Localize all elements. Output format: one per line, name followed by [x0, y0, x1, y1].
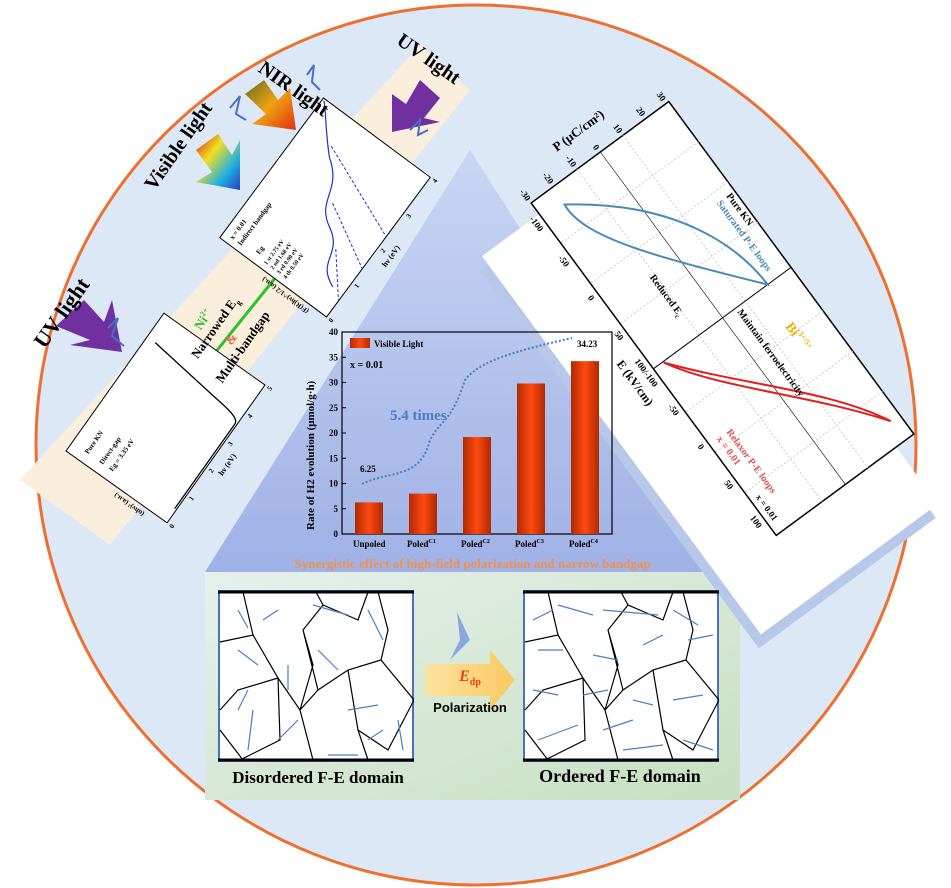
svg-text:1: 1	[187, 494, 196, 502]
svg-text:Eg: Eg	[255, 244, 267, 256]
p-tick-label: 0	[590, 142, 601, 152]
y-tick-label: 10	[329, 479, 339, 489]
svg-text:0: 0	[167, 522, 176, 530]
bar-0	[355, 502, 383, 534]
e-tick-label: 50	[612, 329, 626, 343]
e-tick-label: 0	[585, 293, 596, 303]
end-annotation: 34.23	[577, 339, 598, 349]
svg-text:1: 1	[353, 281, 362, 289]
y-tick-label: 15	[329, 453, 339, 463]
ordered-domain-diagram	[523, 590, 719, 762]
svg-text:4: 4	[245, 412, 254, 420]
y-tick-label: 20	[329, 428, 339, 438]
red-loop	[662, 361, 891, 422]
svg-text:3: 3	[405, 212, 414, 220]
bar-4	[571, 361, 599, 534]
uv-arrow-top-icon	[392, 80, 440, 132]
x-tick-label: PoledC3	[515, 539, 544, 549]
svg-text:3: 3	[226, 440, 235, 448]
x-tick-label: Unpoled	[353, 539, 386, 549]
p-tick-label: 20	[634, 105, 648, 119]
uv-xtick-labels: 0 1 2 3 4 5	[167, 384, 274, 530]
chart-note: x = 0.01	[350, 360, 383, 371]
edp-arrow-icon	[425, 650, 515, 710]
blue-loop	[562, 202, 770, 286]
nir-arrow-icon	[245, 80, 296, 130]
edp-label: Edp	[459, 668, 481, 689]
y-tick-label: 35	[329, 352, 339, 362]
disordered-caption: Disordered F-E domain	[232, 768, 404, 787]
y-tick-label: 25	[329, 403, 339, 413]
nir-xtick-labels: 0 1 2 3 4	[327, 176, 440, 324]
y-tick-label: 0	[334, 529, 339, 539]
factor-annotation: 5.4 times	[390, 408, 447, 424]
center-triangle	[205, 150, 740, 572]
e-tick-label: 0	[695, 442, 706, 452]
svg-text:0: 0	[327, 316, 336, 324]
y-axis-label: Rate of H2 evolution (μmol/g·h)	[305, 380, 317, 530]
bar-2	[463, 437, 491, 534]
y-tick-label: 5	[334, 504, 339, 514]
field-lightning-icon	[450, 612, 470, 660]
svg-text:4: 4	[431, 176, 440, 184]
polarization-label: Polarization	[433, 700, 507, 715]
y-tick-label: 40	[329, 327, 339, 337]
x-tick-label: PoledC4	[569, 539, 598, 549]
synergy-caption: Synergistic effect of high-field polariz…	[294, 556, 651, 571]
lightning-icons	[107, 64, 429, 347]
visible-arrow-icon	[196, 134, 240, 190]
x-tick-label: PoledC2	[461, 539, 490, 549]
svg-text:2: 2	[207, 467, 216, 475]
legend-swatch	[350, 338, 370, 348]
p-tick-labels: -30 -20 -10 0 10 20 30	[517, 89, 668, 203]
p-tick-label: -20	[540, 170, 555, 186]
uv-arrow-left-icon	[56, 300, 122, 352]
bar-1	[409, 493, 437, 534]
p-tick-label: 10	[611, 121, 625, 135]
svg-text:2: 2	[379, 246, 388, 254]
e-tick-label: 50	[722, 478, 736, 492]
e-tick-label: -50	[666, 402, 681, 418]
start-annotation: 6.25	[360, 464, 376, 474]
y-tick-label: 30	[329, 378, 339, 388]
p-tick-label: 30	[654, 89, 668, 103]
p-tick-label: -10	[563, 153, 578, 169]
x-tick-label: PoledC1	[407, 539, 436, 549]
e-tick-label: -50	[556, 253, 571, 269]
ordered-caption: Ordered F-E domain	[539, 766, 701, 786]
svg-text:5: 5	[265, 384, 274, 392]
trend-curve	[361, 337, 573, 485]
disordered-domain-diagram	[218, 590, 414, 762]
p-tick-label: -30	[517, 187, 532, 203]
bar-3	[517, 383, 545, 534]
legend-label: Visible Light	[374, 339, 423, 349]
